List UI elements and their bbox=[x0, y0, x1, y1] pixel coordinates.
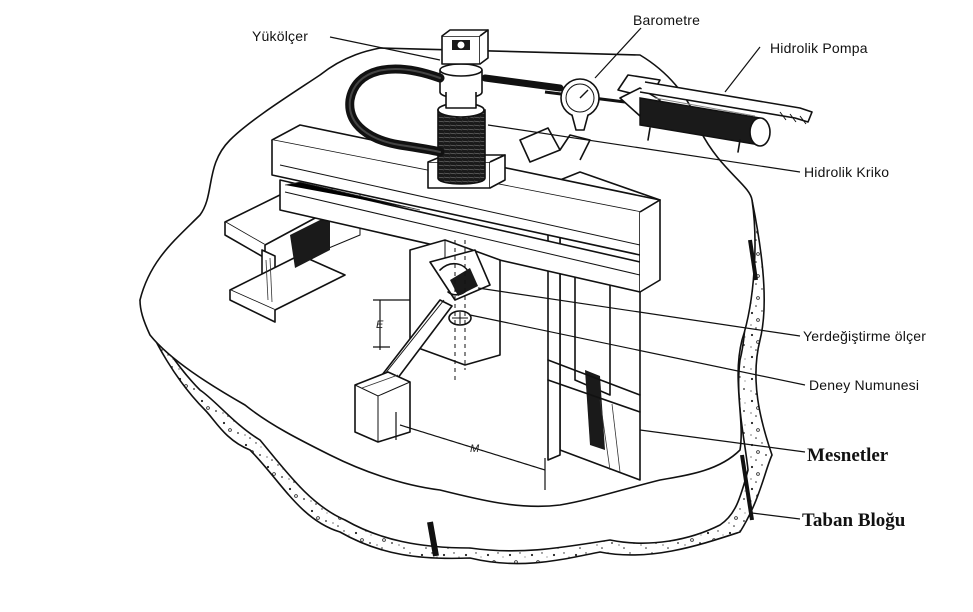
leader-lines bbox=[329, 27, 806, 520]
hydraulic-jack-label: Hidrolik Kriko bbox=[804, 164, 889, 180]
labels: Yükölçer Barometre Hidrolik Pompa Hidrol… bbox=[252, 12, 926, 531]
test-specimen-label: Deney Numunesi bbox=[809, 377, 919, 393]
specimen-housing bbox=[409, 239, 501, 380]
specimen-bar bbox=[354, 299, 453, 443]
dimension-marks: E M bbox=[373, 299, 546, 490]
supports-label: Mesnetler bbox=[807, 445, 889, 466]
hydraulic-pump bbox=[617, 74, 813, 153]
hydraulic-hose bbox=[345, 64, 564, 157]
hydraulic-pump-label: Hidrolik Pompa bbox=[770, 40, 868, 56]
span-mark: M bbox=[470, 443, 480, 455]
barometer-label: Barometre bbox=[633, 12, 700, 28]
load-cell bbox=[439, 29, 489, 109]
barometer bbox=[544, 78, 626, 131]
base-block-label: Taban Bloğu bbox=[802, 510, 906, 531]
displacement-gauge-label: Yerdeğiştirme ölçer bbox=[803, 328, 926, 344]
load-cell-label: Yükölçer bbox=[252, 28, 308, 44]
height-mark: E bbox=[376, 319, 384, 331]
hydraulic-jack bbox=[427, 102, 506, 189]
